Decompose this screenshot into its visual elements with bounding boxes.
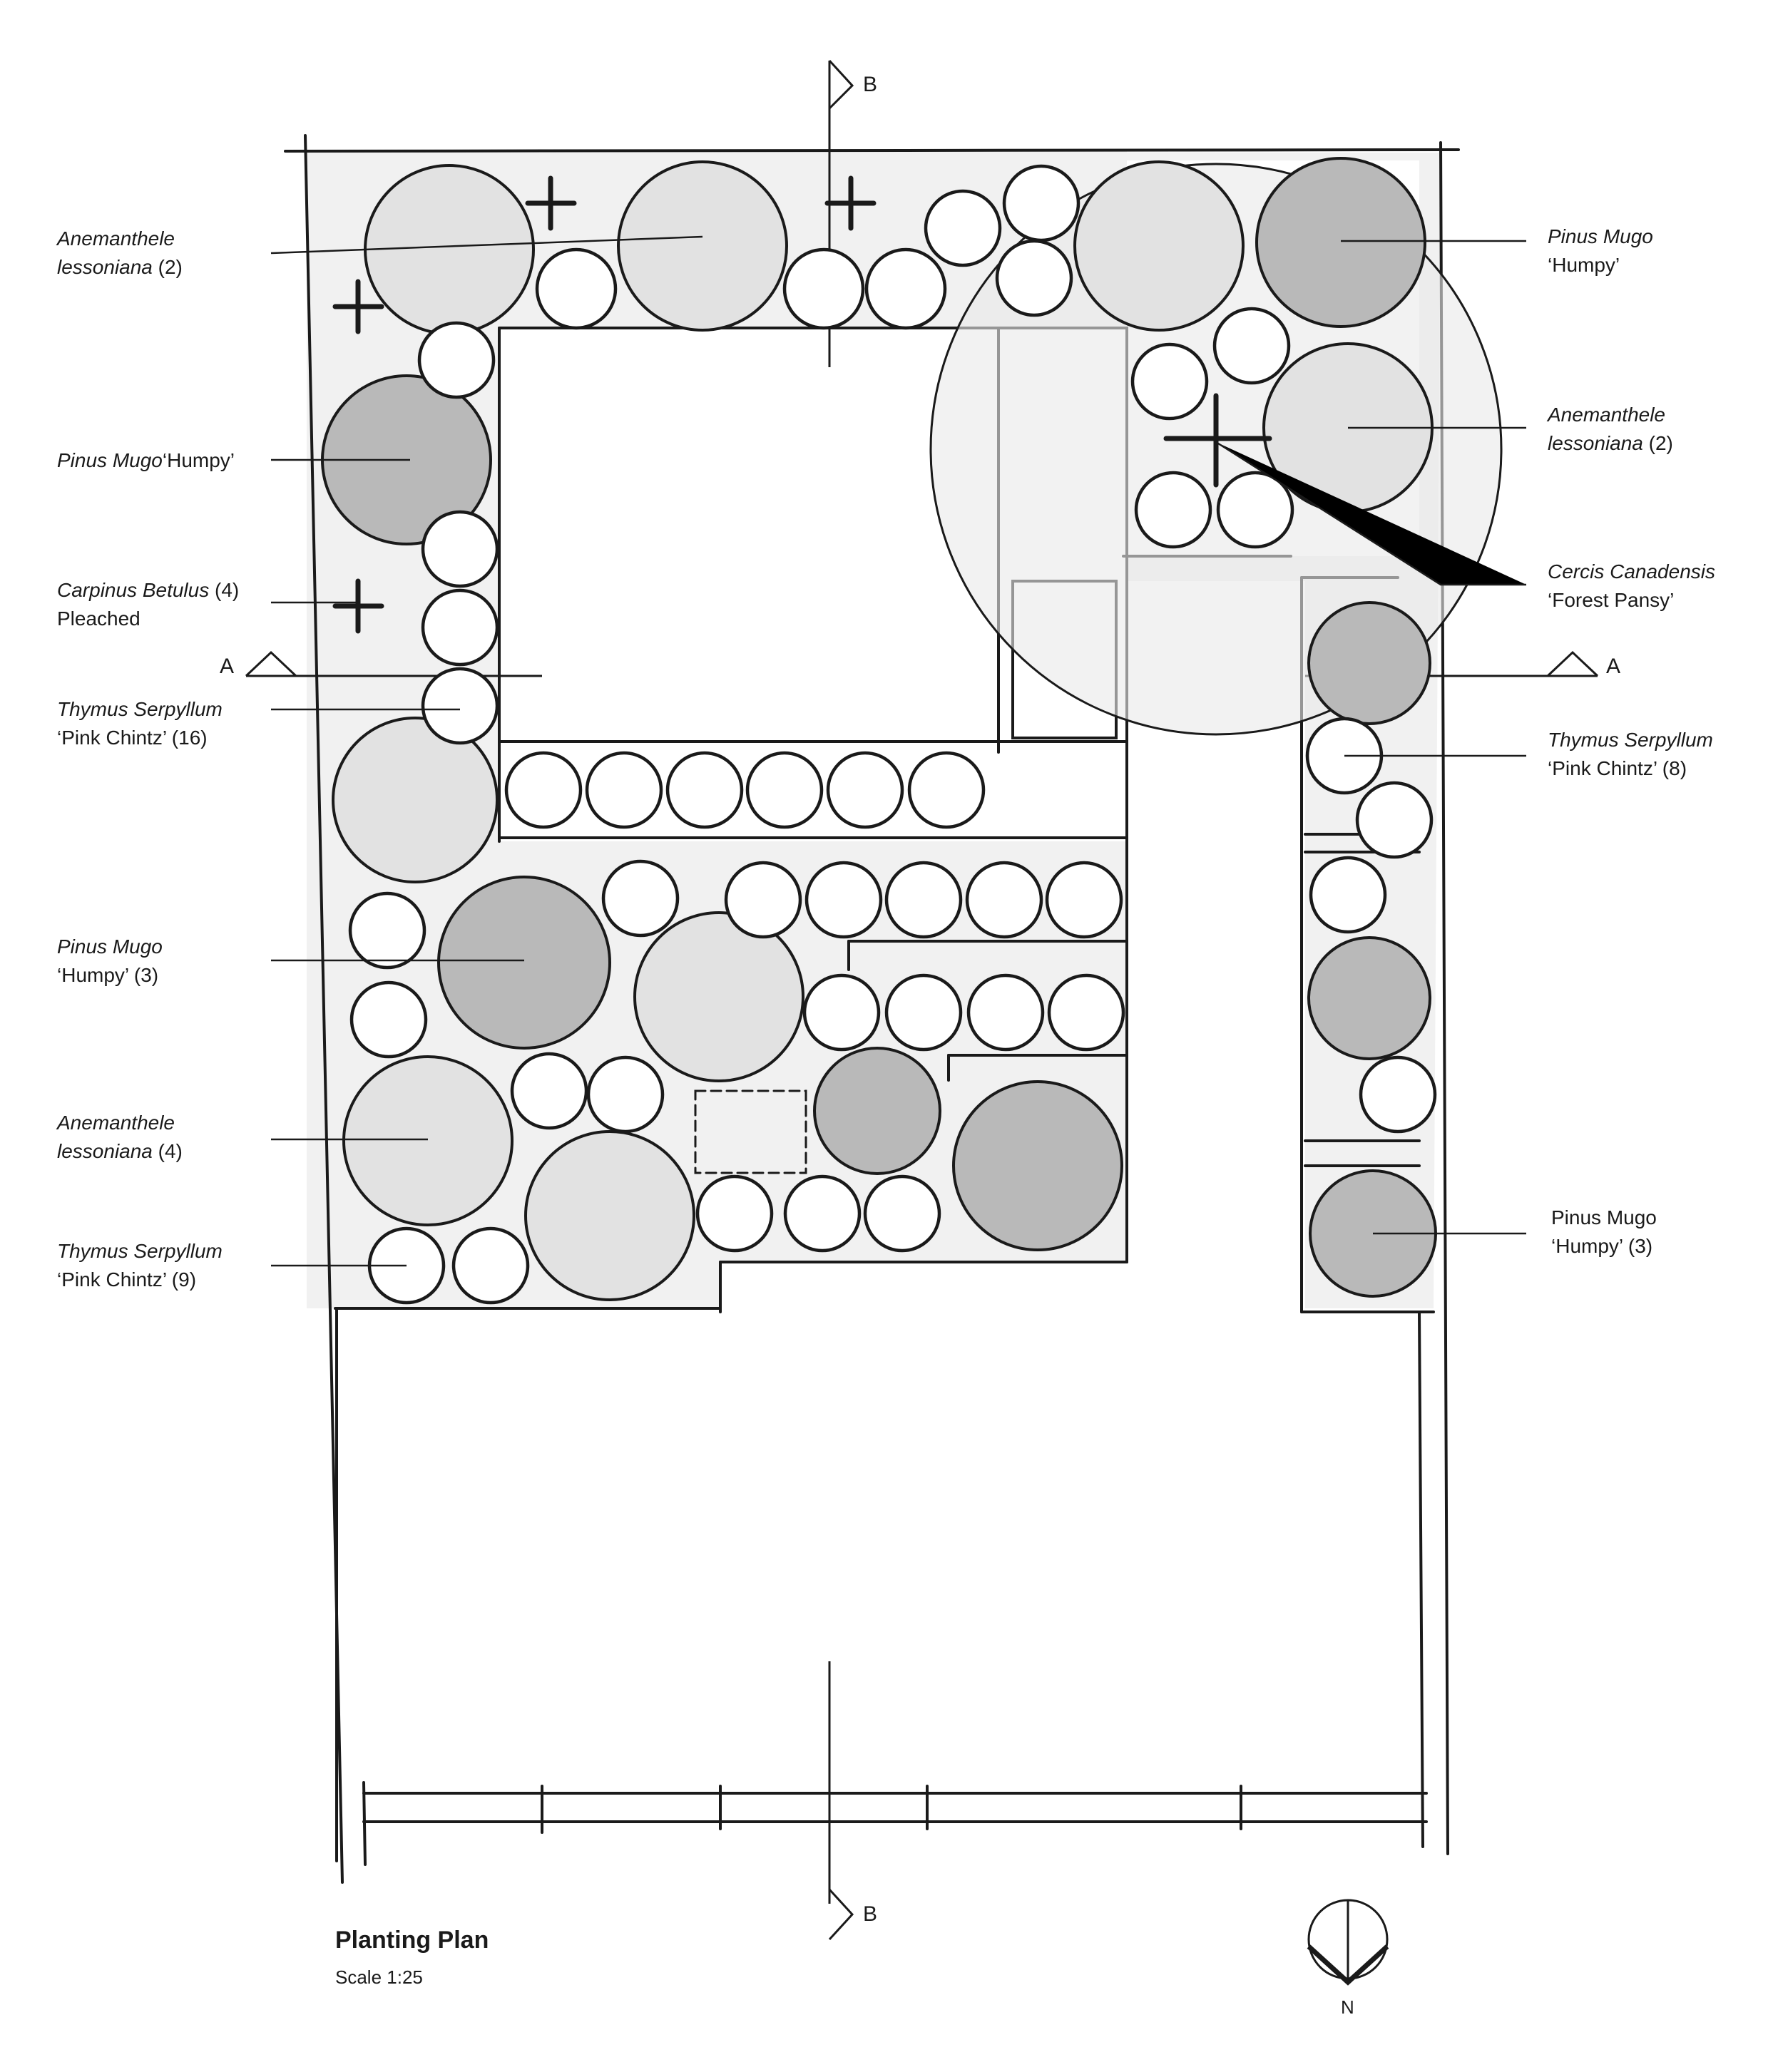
leader-r3 [1215,441,1526,586]
section-arrow-a-left [245,650,297,677]
label-anemanthele-r: Anemanthele lessoniana (2) [1548,404,1673,454]
pine-3 [437,876,611,1050]
label-pinus-mugo-l1: Pinus Mugo‘Humpy’ [57,449,235,471]
section-label-a-left: A [220,655,235,678]
pine-4 [813,1047,941,1175]
section-label-b-bottom: B [863,1902,878,1926]
section-arrow-b-top [828,59,854,110]
pine-7 [1307,936,1431,1060]
boundary-top [284,148,1460,153]
label-carpinus: Carpinus Betulus (4) Pleached [57,579,240,630]
section-arrow-a-right [1546,650,1599,677]
leader-l1 [270,235,703,255]
section-label-b-top: B [863,73,878,96]
north-arrow-icon [1307,1899,1389,1986]
drawing-title: Planting Plan [335,1927,489,1954]
label-thymus-9: Thymus Serpyllum ‘Pink Chintz’ (9) [57,1240,223,1291]
label-pinus-mugo-r1: Pinus Mugo ‘Humpy’ [1548,225,1653,276]
grass-tl-2 [617,160,788,332]
pine-2 [1255,157,1426,328]
section-arrow-b-bottom [828,1888,854,1941]
drawing-scale: Scale 1:25 [335,1966,423,1988]
grass-bl-1 [342,1055,514,1226]
label-anemanthele-tl: Anemanthele lessoniana (2) [57,227,183,278]
label-cercis: Cercis Canadensis ‘Forest Pansy’ [1548,560,1715,611]
boundary-right-inner [1418,1311,1424,1848]
grass-mid [633,911,804,1082]
label-pinus-mugo-3-right: Pinus Mugo ‘Humpy’ (3) [1551,1206,1657,1257]
north-label: N [1341,1996,1354,2018]
label-pinus-mugo-3-left: Pinus Mugo ‘Humpy’ (3) [57,935,163,986]
pine-6 [1307,601,1431,725]
grass-tl-1 [364,164,535,335]
rail-post-5 [362,1781,367,1866]
grass-bl-2 [524,1130,695,1301]
pine-5 [952,1080,1123,1251]
label-anemanthele-4: Anemanthele lessoniana (4) [57,1112,183,1162]
paving-slab-dashed [694,1089,807,1174]
label-thymus-8: Thymus Serpyllum ‘Pink Chintz’ (8) [1548,729,1713,779]
section-label-a-right: A [1606,655,1621,678]
grass-tr-1 [1073,160,1245,332]
label-thymus-16: Thymus Serpyllum ‘Pink Chintz’ (16) [57,698,223,749]
grass-l-1 [332,717,499,883]
